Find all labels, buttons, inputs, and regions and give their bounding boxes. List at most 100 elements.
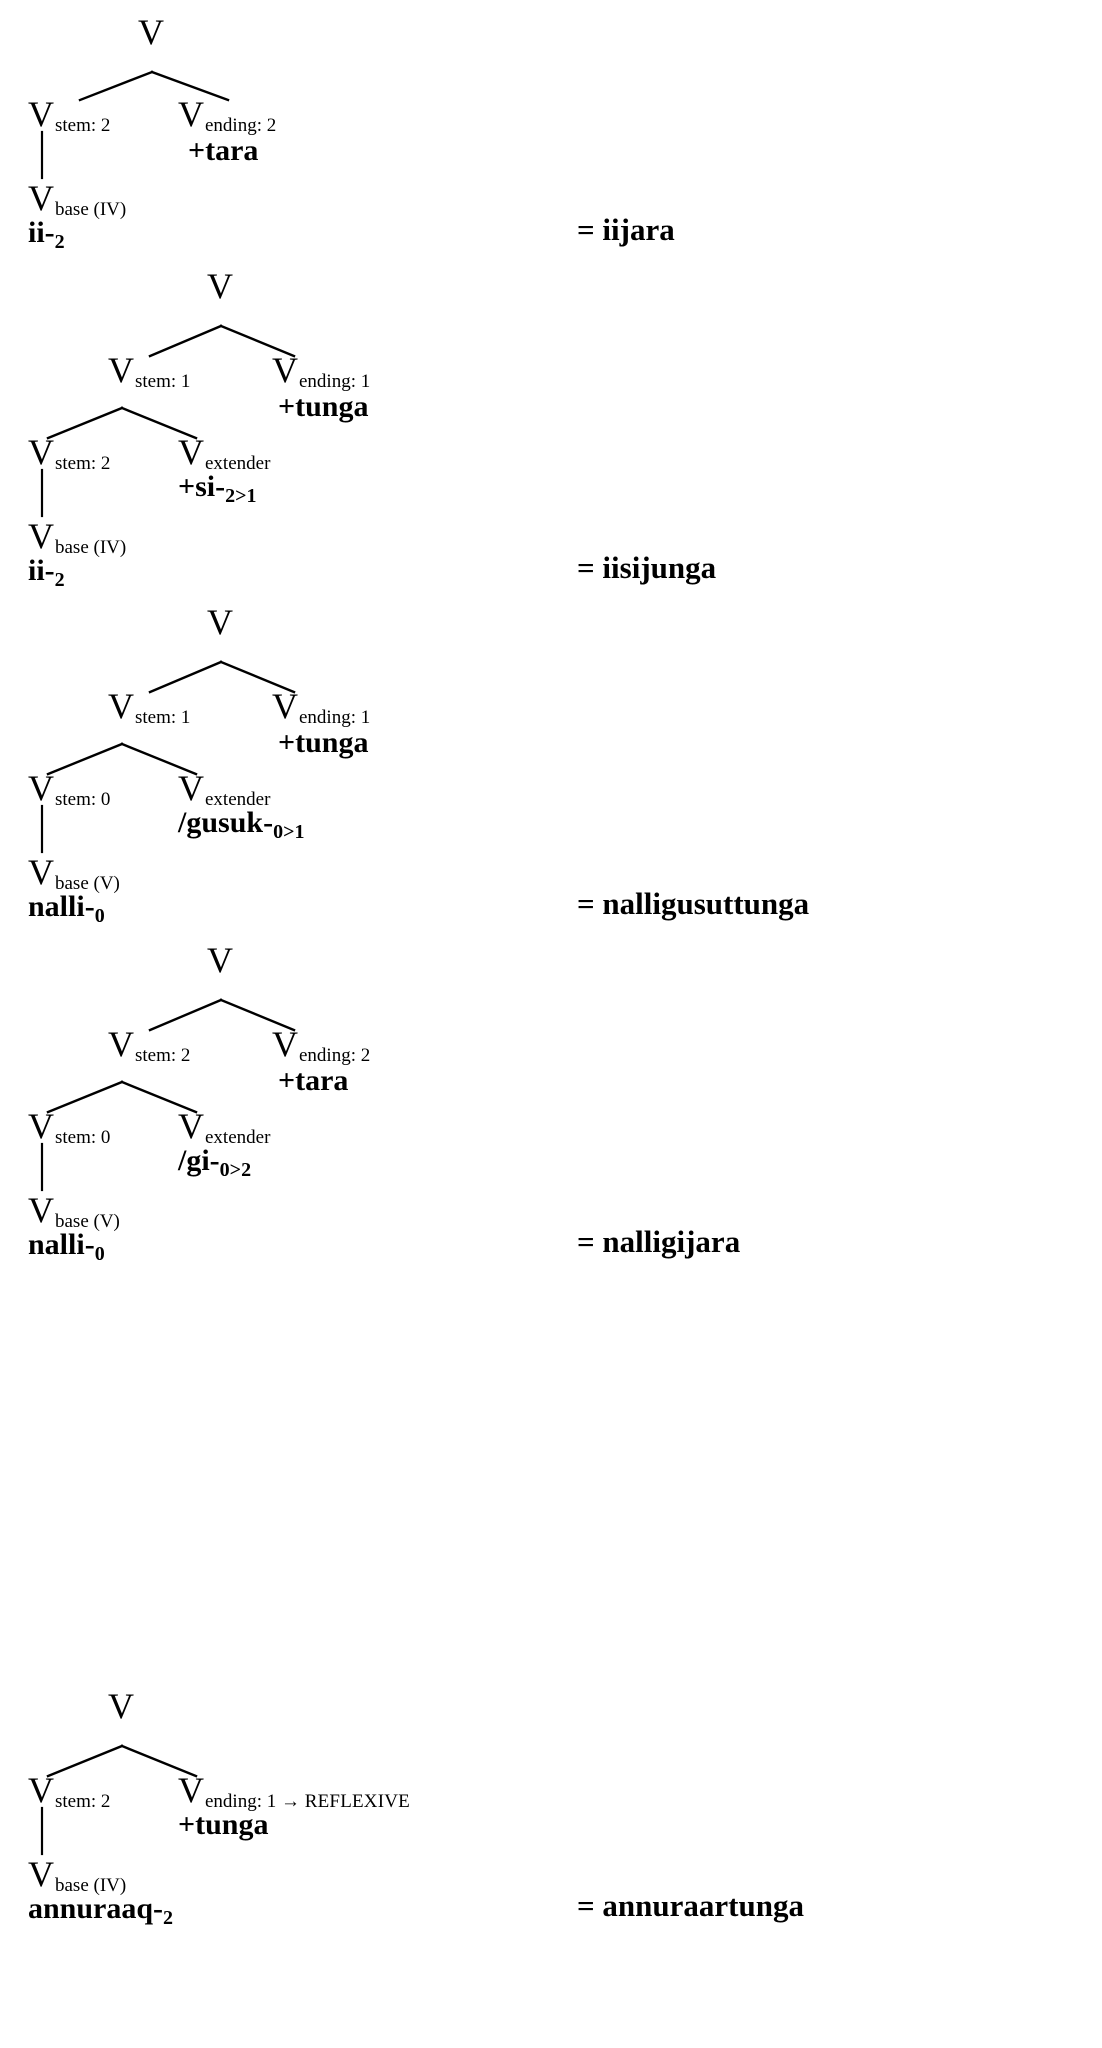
morph-index: 0 <box>94 1243 105 1265</box>
node-subscript: base (IV) <box>55 1875 127 1896</box>
morph-text: nalli- <box>28 1228 95 1261</box>
morph-ending-form-3: +tunga <box>278 726 369 759</box>
node-category: V <box>28 1106 54 1146</box>
node-inner-stem-2: Vstem: 2 <box>28 432 110 473</box>
node-category: V <box>108 1686 134 1726</box>
node-inner-stem-4: Vstem: 0 <box>28 1106 110 1147</box>
node-category: V <box>28 178 54 218</box>
morph-base-form-3: nalli-0 <box>28 890 105 927</box>
node-category: V <box>28 432 54 472</box>
result-3: = nalligusuttunga <box>577 886 810 921</box>
node-category: V <box>28 852 54 892</box>
node-ending-1: Vending: 2 <box>178 94 276 135</box>
node-category: V <box>272 1024 298 1064</box>
node-subscript: extender <box>205 789 271 810</box>
node-stem-4: Vstem: 2 <box>108 1024 190 1065</box>
morph-ending-form-4: +tara <box>278 1064 349 1097</box>
morph-extender-form-3: /gusuk-0>1 <box>178 806 304 843</box>
morph-index: 2 <box>54 569 65 591</box>
node-category: V <box>28 1854 54 1894</box>
node-category: V <box>138 12 164 52</box>
morph-index: 2 <box>54 231 65 253</box>
tree-branches-2 <box>40 324 296 518</box>
morph-index: 0>2 <box>219 1159 252 1181</box>
morph-text: annuraaq- <box>28 1892 164 1925</box>
result-2: = iisijunga <box>577 550 717 585</box>
node-extender-4: Vextender <box>178 1108 270 1147</box>
morph-extender-form-4: /gi-0>2 <box>178 1144 251 1181</box>
node-category: V <box>207 940 233 980</box>
node-extender-2: Vextender <box>178 432 270 473</box>
node-subscript: base (V) <box>55 1211 120 1232</box>
node-stem-1: Vstem: 2 <box>28 94 110 135</box>
node-base-4: Vbase (V) <box>28 1190 120 1231</box>
node-subscript: ending: 2 <box>205 115 277 136</box>
morph-index: 2>1 <box>225 485 257 507</box>
node-ending-5: Vending: 1 → REFLEXIVE <box>178 1772 410 1811</box>
morph-text: nalli- <box>28 890 95 923</box>
node-subscript: stem: 2 <box>55 453 111 474</box>
morph-base-form-1: ii-2 <box>28 216 65 253</box>
node-stem-5: Vstem: 2 <box>28 1770 110 1811</box>
node-ending-2: Vending: 1 <box>272 350 370 391</box>
node-category: V <box>28 1190 54 1230</box>
morph-text: /gi- <box>178 1144 220 1177</box>
node-base-2: Vbase (IV) <box>28 518 126 557</box>
node-subscript: ending: 1 → <box>205 1791 305 1812</box>
morph-text: ii- <box>28 554 55 587</box>
node-subscript: stem: 0 <box>55 789 111 810</box>
node-category: V <box>108 350 134 390</box>
node-base-1: Vbase (IV) <box>28 178 126 219</box>
node-category: V <box>28 1770 54 1810</box>
morph-text: /gusuk- <box>178 806 274 839</box>
node-subscript: stem: 2 <box>55 1791 111 1812</box>
tree-branches-3 <box>40 660 296 854</box>
node-root-4: V <box>207 942 233 978</box>
morph-text: ii- <box>28 216 55 249</box>
node-subscript: extender <box>205 1127 271 1148</box>
node-root-2: V <box>207 268 233 304</box>
node-subscript: stem: 2 <box>55 115 111 136</box>
node-category: V <box>28 768 54 808</box>
node-category: V <box>178 768 204 808</box>
result-5: = annuraartunga <box>577 1888 804 1923</box>
morph-ending-form-1: +tara <box>188 134 259 167</box>
morph-index: 0>1 <box>273 821 305 843</box>
node-subscript: stem: 1 <box>135 707 191 728</box>
morph-index: 0 <box>94 905 105 927</box>
node-category: V <box>28 94 54 134</box>
node-base-5: Vbase (IV) <box>28 1854 126 1895</box>
tree-branches-4 <box>40 998 296 1192</box>
node-subscript: extender <box>205 453 271 474</box>
node-category: V <box>178 94 204 134</box>
node-subscript-smallcaps: REFLEXIVE <box>304 1791 410 1812</box>
node-extender-3: Vextender <box>178 768 270 809</box>
node-category: V <box>272 350 298 390</box>
node-subscript: stem: 1 <box>135 371 191 392</box>
node-root-3: V <box>207 604 233 640</box>
morph-base-form-5: annuraaq-2 <box>28 1892 173 1929</box>
node-category: V <box>178 432 204 472</box>
node-root-1: V <box>138 14 164 50</box>
result-1: = iijara <box>577 212 675 247</box>
morph-ending-form-5: +tunga <box>178 1808 269 1841</box>
node-subscript: stem: 2 <box>135 1045 191 1066</box>
node-category: V <box>207 602 233 642</box>
morph-ending-form-2: +tunga <box>278 390 369 423</box>
morph-extender-form-2: +si-2>1 <box>178 470 257 507</box>
node-subscript: base (V) <box>55 873 120 894</box>
node-category: V <box>207 266 233 306</box>
node-category: V <box>272 686 298 726</box>
node-ending-4: Vending: 2 <box>272 1024 370 1065</box>
node-stem-3: Vstem: 1 <box>108 686 190 727</box>
morph-base-form-4: nalli-0 <box>28 1228 105 1265</box>
tree-branches-5 <box>40 1744 198 1856</box>
node-category: V <box>108 1024 134 1064</box>
node-root-5: V <box>108 1688 134 1724</box>
node-stem-2: Vstem: 1 <box>108 350 190 391</box>
node-category: V <box>108 686 134 726</box>
morph-text: +si- <box>178 470 226 503</box>
node-subscript: ending: 2 <box>299 1045 371 1066</box>
node-subscript: ending: 1 <box>299 371 371 392</box>
